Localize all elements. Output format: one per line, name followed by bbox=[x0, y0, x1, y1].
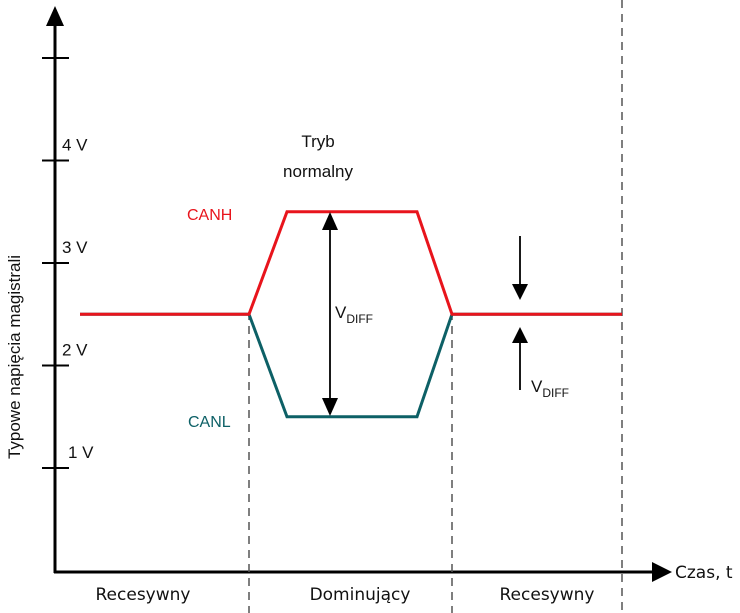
vdiff-recessive-up-icon bbox=[512, 327, 528, 343]
vdiff-arrowhead-down-icon bbox=[322, 398, 338, 416]
y-tick-label: 4 V bbox=[62, 136, 88, 155]
vdiff-recessive-down-icon bbox=[512, 284, 528, 300]
canh-label: CANH bbox=[187, 207, 232, 224]
title-line1: Tryb bbox=[301, 132, 334, 151]
x-axis-label: Czas, t bbox=[675, 563, 733, 583]
vdiff-main-sub: DIFF bbox=[346, 312, 373, 326]
region-label-dominant: Dominujący bbox=[310, 585, 411, 605]
vdiff-recessive-sub: DIFF bbox=[542, 386, 569, 400]
canl-label: CANL bbox=[188, 414, 231, 431]
region-label-recessive-2: Recesywny bbox=[500, 585, 595, 605]
vdiff-recessive-label: VDIFF bbox=[531, 377, 569, 400]
region-label-recessive-1: Recesywny bbox=[96, 585, 191, 605]
y-axis-arrow-icon bbox=[46, 6, 64, 26]
vdiff-recessive-v: V bbox=[531, 377, 543, 396]
x-axis-arrow-icon bbox=[652, 562, 672, 582]
y-tick-label: 3 V bbox=[62, 238, 88, 257]
title-line2: normalny bbox=[283, 162, 353, 181]
y-axis-label: Typowe napięcia magistrali bbox=[5, 255, 24, 459]
vdiff-arrowhead-up-icon bbox=[322, 212, 338, 230]
canh-trace bbox=[80, 210, 622, 316]
canl-trace bbox=[80, 312, 622, 419]
y-tick-label: 2 V bbox=[62, 341, 88, 360]
vdiff-main-label: VDIFF bbox=[335, 303, 373, 326]
y-tick-label: 1 V bbox=[68, 443, 94, 462]
vdiff-main-v: V bbox=[335, 303, 347, 322]
